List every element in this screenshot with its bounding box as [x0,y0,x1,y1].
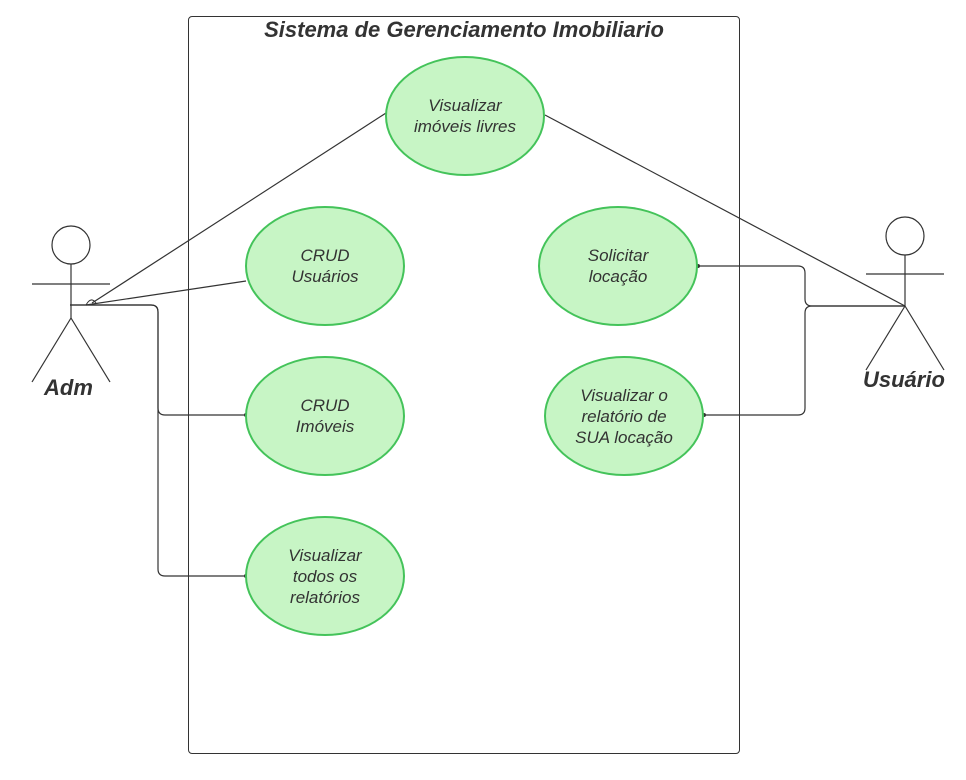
usecase-visualizar-relatorio-sua-locacao[interactable]: Visualizar o relatório de SUA locação [544,356,704,476]
assoc-adm-visualizar-imoveis [91,112,387,304]
usecase-label: CRUD Usuários [291,246,359,286]
actor-usuario-figure [865,216,945,371]
assoc-usuario-relatorio-sua-locacao [704,305,905,416]
system-title: Sistema de Gerenciamento Imobiliario [264,17,664,42]
assoc-usuario-solicitar-locacao [698,265,905,307]
usecase-visualizar-imoveis-livres[interactable]: Visualizar imóveis livres [385,56,545,176]
usecase-solicitar-locacao[interactable]: Solicitar locação [538,206,698,326]
assoc-adm-crud-usuarios [85,280,247,306]
usecase-label: Solicitar locação [587,246,649,286]
usecase-label: CRUD Imóveis [295,396,355,436]
actor-usuario-label: Usuário [863,367,945,392]
usecase-crud-usuarios[interactable]: CRUD Usuários [245,206,405,326]
assoc-usuario-visualizar-imoveis [544,114,906,307]
usecase-label: Visualizar o relatório de SUA locação [575,385,673,447]
actor-adm-figure [31,225,111,383]
usecase-label: Visualizar todos os relatórios [288,545,362,607]
actor-adm-label: Adm [44,375,93,400]
usecase-crud-imoveis[interactable]: CRUD Imóveis [245,356,405,476]
usecase-label: Visualizar imóveis livres [413,96,517,136]
assoc-adm-todos-relatorios [70,304,246,577]
system-boundary [188,16,740,754]
usecase-visualizar-todos-relatorios[interactable]: Visualizar todos os relatórios [245,516,405,636]
